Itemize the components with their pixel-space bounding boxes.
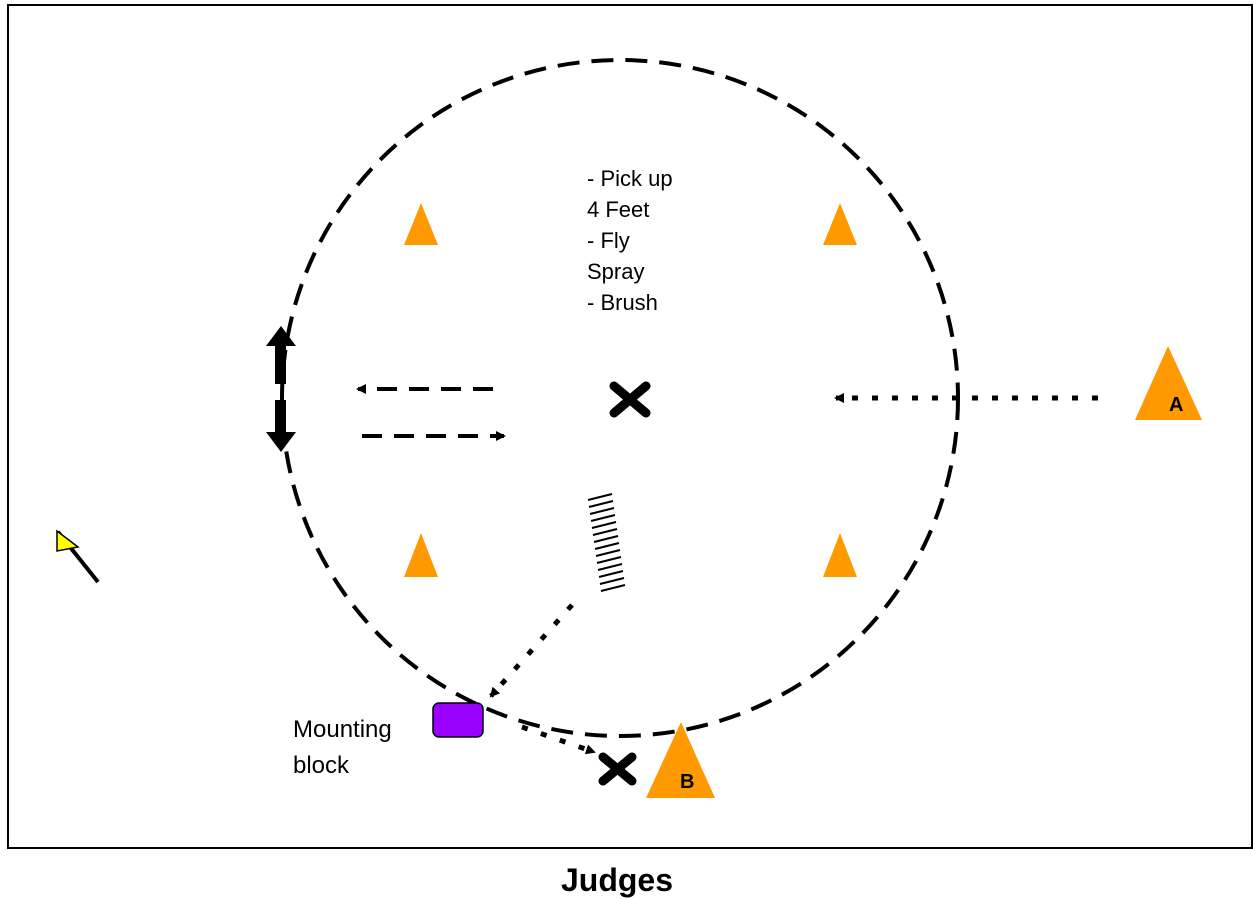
double-arrow-icon — [266, 326, 296, 452]
mounting-block-label-line: block — [293, 752, 350, 779]
dotted-arrow-exit — [521, 724, 596, 755]
judges-label: Judges — [561, 862, 673, 898]
flag-icon — [56, 529, 100, 584]
hatch-icon — [587, 493, 626, 592]
instruction-line: - Fly — [587, 228, 630, 253]
mounting-block-icon — [432, 702, 484, 738]
cone-a-label: A — [1169, 394, 1183, 416]
mounting-block-label-line: Mounting — [293, 716, 392, 743]
cone-icon — [404, 203, 438, 245]
instructions-text: - Pick up 4 Feet - Fly Spray - Brush — [587, 166, 679, 315]
cone-b-label: B — [680, 771, 694, 793]
cone-icon — [404, 533, 438, 577]
cone-a-icon — [1135, 346, 1202, 420]
arena-border — [7, 4, 1253, 849]
mounting-block-label: Mounting block — [293, 716, 398, 779]
instruction-line: - Pick up — [587, 166, 673, 191]
x-mark-icon — [598, 752, 637, 786]
instruction-line: Spray — [587, 259, 644, 284]
instruction-line: - Brush — [587, 290, 658, 315]
cone-icon — [823, 203, 857, 245]
dotted-arrow-mounting — [489, 603, 574, 698]
cone-b-icon — [646, 722, 715, 798]
x-mark-icon — [609, 381, 651, 418]
instruction-line: 4 Feet — [587, 197, 649, 222]
cone-icon — [823, 533, 857, 577]
